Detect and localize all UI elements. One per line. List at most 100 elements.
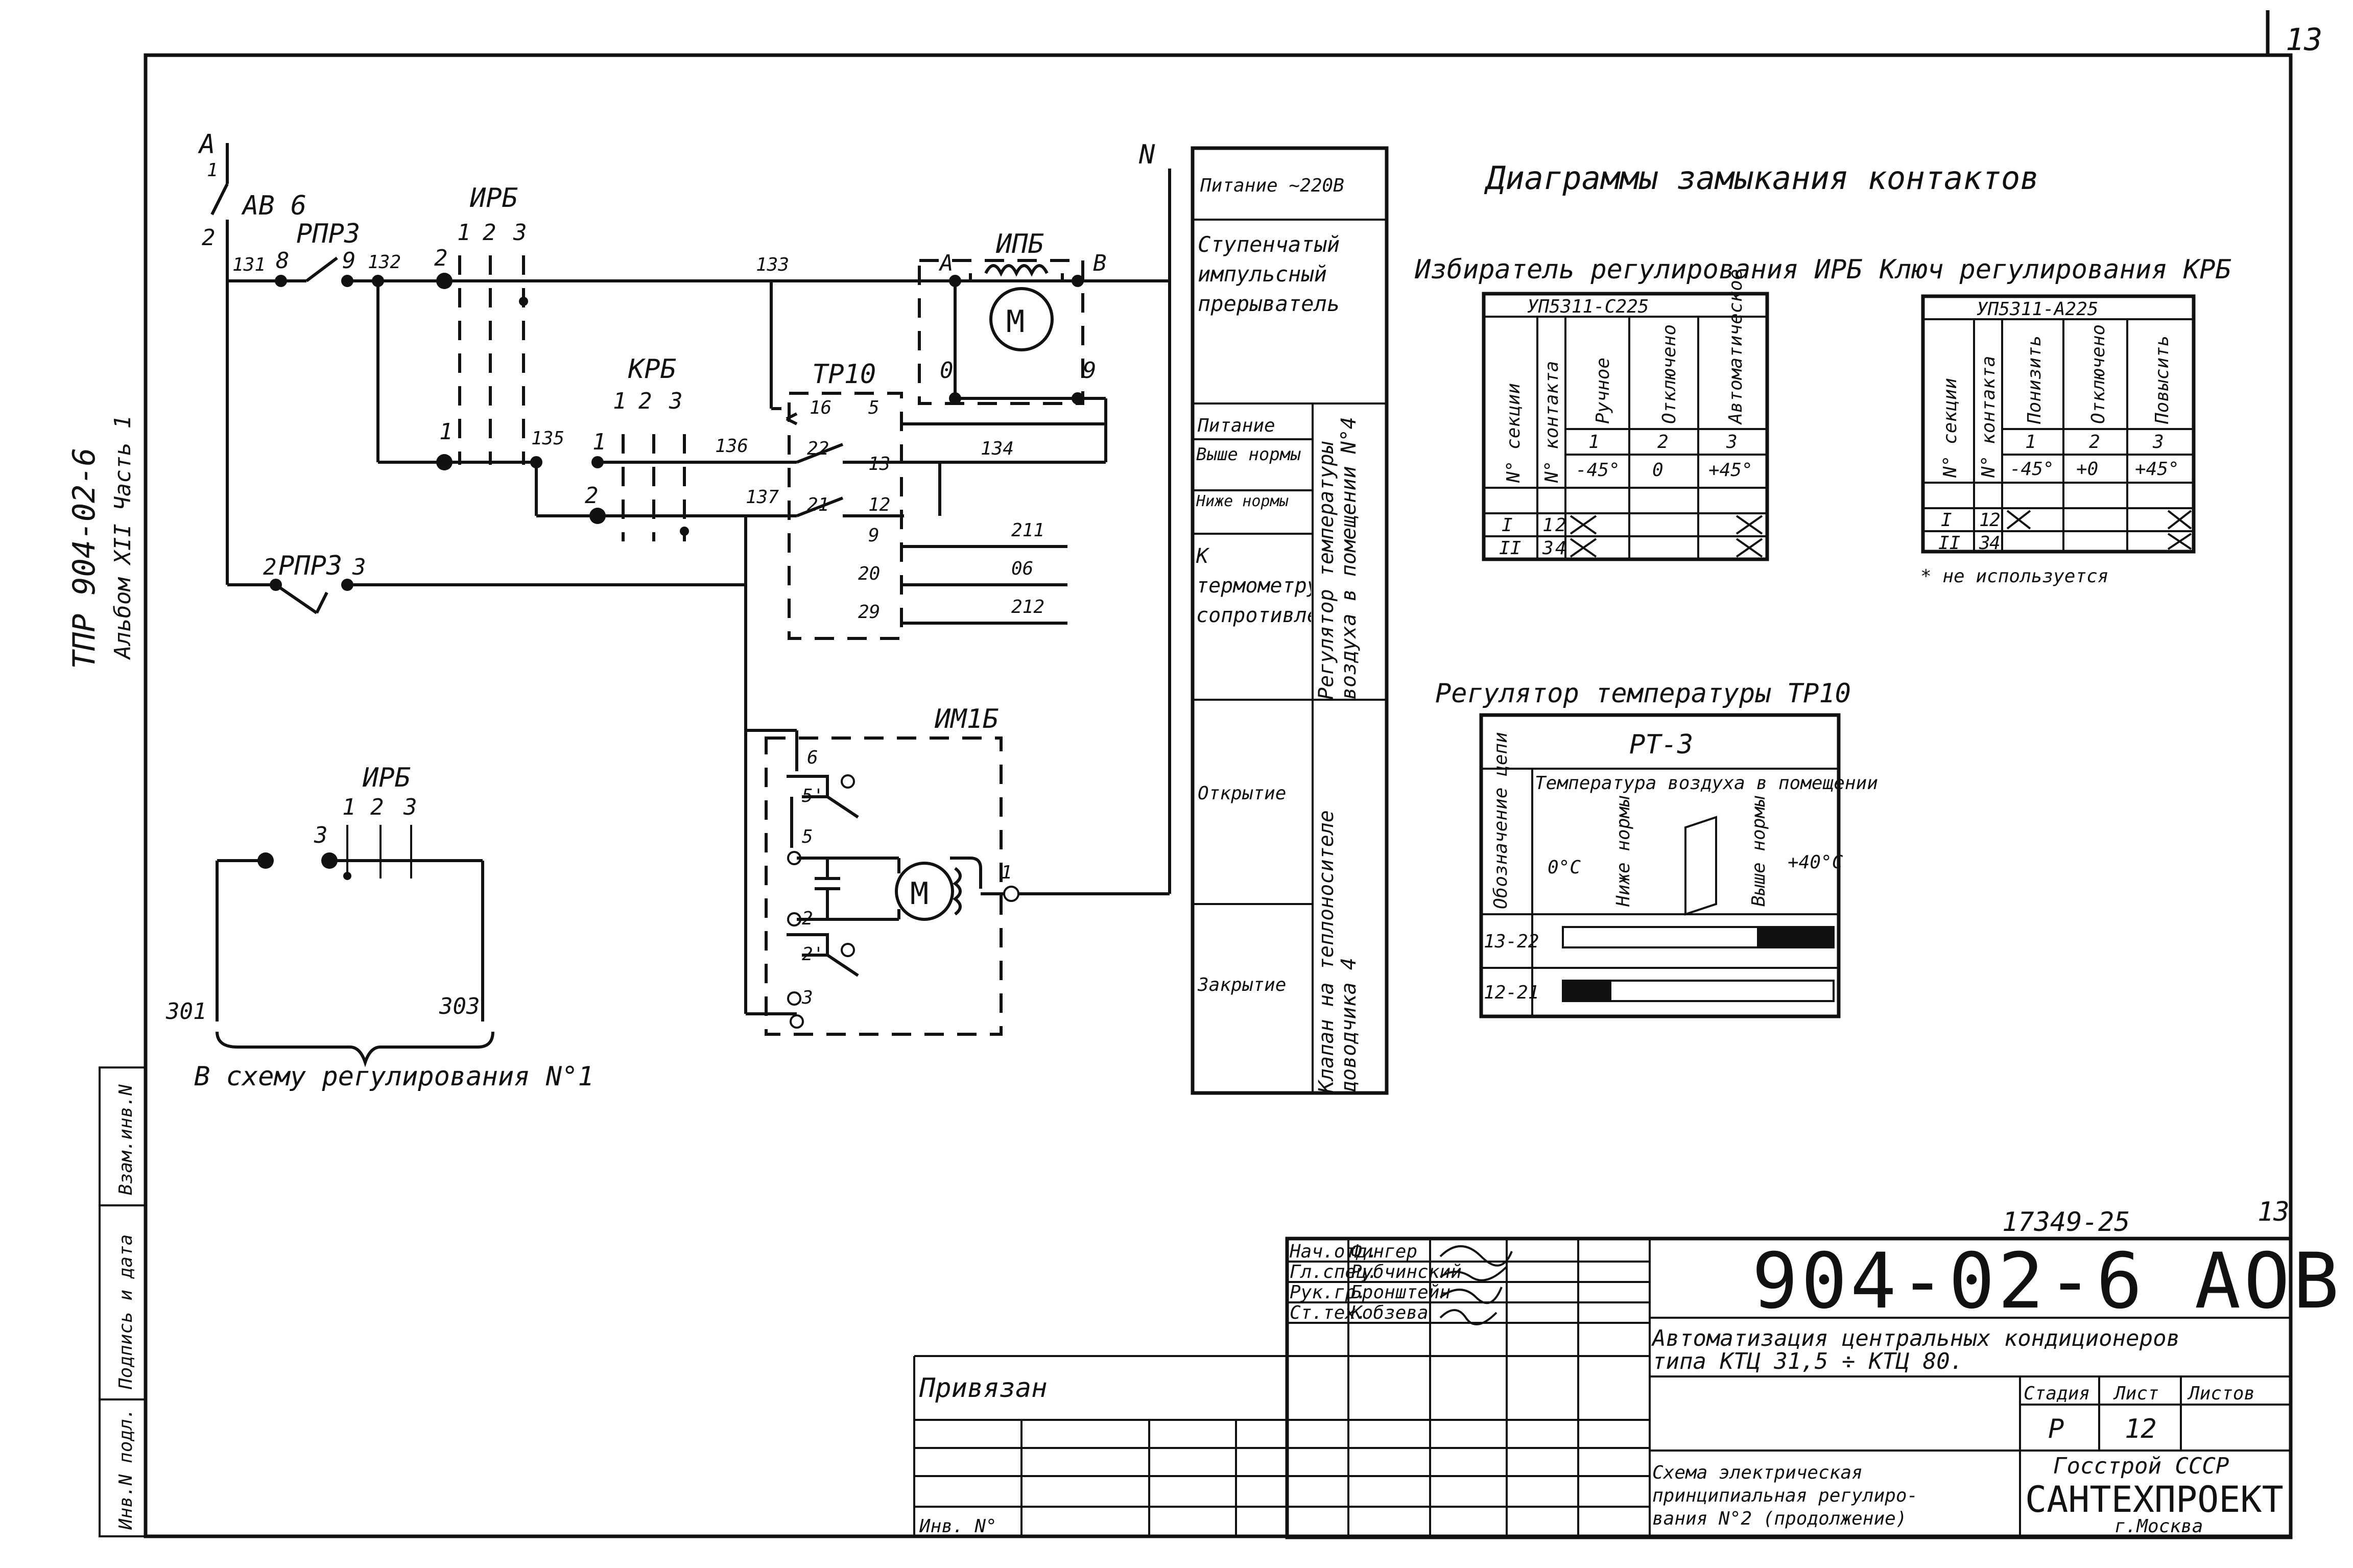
rprz2-pin: 3 (352, 554, 366, 580)
krb-row1-sec: I (1941, 510, 1952, 531)
irb-pin-1: 1 (439, 419, 453, 445)
imb-pin-6: 6 (807, 747, 818, 768)
wire-135: 135 (531, 428, 564, 449)
legend-close: Закрытие (1197, 975, 1286, 995)
irb-mode-off: Отключено (1659, 324, 1680, 424)
imb-pin-3: 3 (801, 987, 813, 1008)
out-212: 212 (1011, 597, 1044, 617)
krb-pos-1: 1 (2025, 432, 2036, 453)
role-tech: Ст.тех. (1290, 1302, 1367, 1323)
stage-header: Стадия (2024, 1383, 2090, 1404)
legend-column: Питание ~220В Ступенчатый импульсный пре… (1191, 146, 1389, 1095)
tr-pin-20: 20 (858, 563, 880, 584)
legend-below: Ниже нормы (1196, 493, 1289, 510)
contact-diagrams: Диаграммы замыкания контактов Избиратель… (1414, 159, 2231, 1018)
tr-temperature: Температура воздуха в помещении (1535, 773, 1878, 794)
irb-pos-3: 3 (513, 220, 527, 246)
av6-num: 2 (202, 225, 216, 251)
tr-pin-5: 5 (868, 397, 880, 418)
irb-pos-2: 2 (483, 220, 496, 246)
tr-row1-active (1757, 927, 1834, 947)
imb-pin-1: 1 (1001, 862, 1012, 883)
legend-above: Выше нормы (1196, 444, 1301, 465)
krb-mode-raise: Повысить (2152, 336, 2173, 424)
rprz2-num: 2 (263, 554, 277, 580)
tr-0c: 0°C (1548, 857, 1581, 878)
krb-pin-2: 2 (585, 483, 599, 509)
rprz2-label: РПР3 (278, 551, 342, 581)
tr-pin-12: 12 (868, 494, 890, 515)
irb-row2-c2: 4 (1555, 538, 1566, 559)
legend-open: Открытие (1198, 783, 1286, 804)
krb-row1-c2: 2 (1989, 510, 2001, 531)
irb-col-section: N° секции (1503, 383, 1524, 483)
irb2-pos-1: 1 (342, 794, 356, 820)
irb-mode-auto: Автоматическое (1725, 269, 1746, 425)
krb-col-section: N° секции (1940, 378, 1961, 478)
wire-134: 134 (981, 438, 1014, 459)
side-label-project: ТПР 904-02-6 (66, 448, 102, 669)
rprz-pin-9: 9 (342, 248, 356, 274)
irb-col-contact: N° контакта (1541, 361, 1562, 483)
krb-pos-1: 1 (613, 388, 627, 414)
krb-pin-1: 1 (592, 429, 606, 455)
krb-col-contact: N° контакта (1978, 356, 1999, 478)
irb2-pos-2: 2 (370, 794, 384, 820)
krb-angle-2: +0 (2076, 459, 2098, 480)
stamp-invnum: Инв.N подл. (115, 1408, 136, 1530)
subject-line-2: типа КТЦ 31,5 ÷ КТЦ 80. (1652, 1348, 1963, 1374)
ipb-pin-0: 0 (940, 358, 954, 384)
krb-row2-c1: 3 (1979, 533, 1990, 554)
corner-page-number: 13 (2286, 22, 2322, 58)
wire-132: 132 (368, 252, 401, 273)
irb-row1-c2: 2 (1555, 515, 1566, 536)
wire-133: 133 (756, 254, 789, 275)
org-gosstroy: Госстрой СССР (2053, 1453, 2229, 1479)
tr-pin-29: 29 (858, 602, 880, 623)
tr-diagram-title: Регулятор температуры ТР10 (1435, 678, 1851, 709)
krb-mode-lower: Понизить (2024, 336, 2045, 424)
irb2-label: ИРБ (362, 763, 411, 793)
wire-131: 131 (232, 254, 266, 275)
krb-mode-off: Отключено (2088, 324, 2109, 424)
name-rubchinsky: Рубчинский (1351, 1262, 1462, 1282)
ipb-pin-9: 9 (1083, 358, 1097, 384)
org-santekhproekt: САНТЕХПРОЕКТ (2025, 1479, 2284, 1521)
legend-stepper: Ступенчатый импульсный прерыватель (1198, 232, 1340, 316)
irb-row2-c1: 3 (1542, 538, 1554, 559)
irb-label: ИРБ (469, 183, 518, 213)
tr-diagram: РТ-3 Обозначение цепи Температура воздух… (1479, 713, 1878, 1018)
imb-motor-letter: М (910, 876, 929, 912)
main-schematic: A 1 АВ 6 2 131 8 РПР3 9 132 133 ИРБ 1 2 … (165, 129, 1171, 1092)
drawing-name-1: Схема электрическая (1652, 1462, 1863, 1483)
drawing-code: 904-02-6 АОВ (1752, 1237, 2342, 1326)
out-211: 211 (1011, 520, 1044, 541)
tr10-label: ТР10 (812, 359, 876, 390)
krb-pos-2: 2 (2089, 432, 2100, 453)
tr-above: Выше нормы (1748, 796, 1769, 907)
ipb-motor-icon (989, 287, 1054, 351)
irb-pos-1: 1 (457, 220, 471, 246)
irb-row1-sec: I (1502, 515, 1513, 536)
role-head: Нач.отд. (1289, 1241, 1378, 1262)
irb-pos-3: 3 (1726, 432, 1738, 453)
irb-row2-sec: II (1499, 538, 1521, 559)
sheets-header: Листов (2187, 1383, 2255, 1404)
privyazan: Привязан (919, 1373, 1047, 1404)
krb-row1-c1: 1 (1979, 510, 1990, 531)
stamp-signature: Подпись и дата (115, 1234, 136, 1390)
to-scheme-label: В схему регулирования N°1 (194, 1061, 594, 1092)
wire-137: 137 (746, 487, 779, 508)
title-block: 17349-25 13 Нач.отд. Гл.спец. Рук.гр. Ст… (913, 1197, 2342, 1539)
wire-136: 136 (715, 436, 748, 457)
name-finger: Фингер (1351, 1241, 1417, 1262)
side-label-album: Альбом XII Часть 1 (110, 415, 136, 660)
irb-pos-1: 1 (1588, 432, 1600, 453)
diagrams-title: Диаграммы замыкания контактов (1484, 159, 2039, 197)
krb-table: УП5311-А225 N° секции N° контакта Понизи… (1921, 294, 2196, 554)
imb-label: ИМ1Б (934, 704, 999, 734)
legend-regulator: Регулятор температуры воздуха в помещени… (1315, 417, 1361, 700)
stage-value: Р (2048, 1414, 2064, 1444)
name-kobzeva: Кобзева (1350, 1302, 1429, 1323)
